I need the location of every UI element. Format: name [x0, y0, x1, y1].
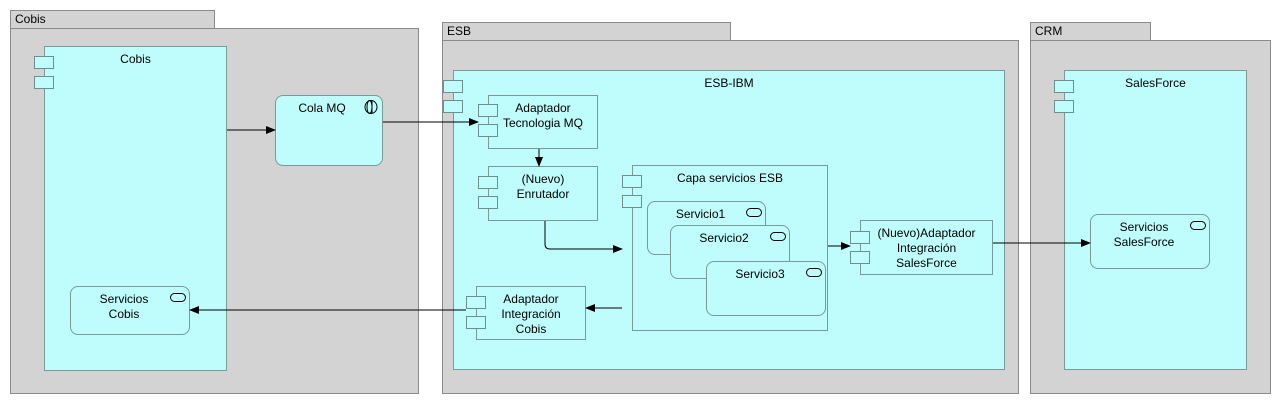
component-stub-icon — [478, 196, 498, 209]
servicio1-label: Servicio1 — [675, 207, 726, 221]
queue-icon — [364, 100, 378, 114]
servicio2-label: Servicio2 — [699, 231, 749, 245]
adaptador-mq-label-line1: Adaptador — [515, 101, 571, 115]
crm-group-label: CRM — [1035, 24, 1063, 38]
adaptador-salesforce-component[interactable]: (Nuevo)Adaptador Integración SalesForce — [860, 220, 993, 275]
adaptador-cobis-label-line2: Integración — [501, 307, 561, 321]
esb-ibm-label: ESB-IBM — [704, 76, 754, 90]
component-stub-icon — [34, 56, 54, 69]
component-stub-icon — [622, 175, 642, 188]
adaptador-mq-component[interactable]: Adaptador Tecnologia MQ — [488, 95, 598, 149]
servicios-cobis-label-line1: Servicios — [99, 292, 149, 306]
component-stub-icon — [478, 104, 498, 117]
enrutador-component[interactable]: (Nuevo) Enrutador — [488, 166, 598, 221]
service-pill-icon — [170, 293, 186, 302]
service-pill-icon — [770, 232, 786, 241]
component-stub-icon — [850, 251, 870, 264]
service-pill-icon — [806, 268, 822, 277]
servicios-salesforce-label-line2: SalesForce — [1113, 235, 1175, 249]
flow-enrutador-to-capa-servicios[interactable] — [544, 221, 623, 253]
component-stub-icon — [466, 296, 486, 309]
adaptador-salesforce-label-line3: SalesForce — [896, 256, 957, 270]
cobis-group-label: Cobis — [15, 12, 46, 26]
salesforce-label: SalesForce — [1125, 76, 1186, 90]
cobis-group-tab[interactable]: Cobis — [10, 10, 215, 29]
adaptador-mq-label-line2: Tecnologia MQ — [502, 116, 584, 130]
cola-mq-label: Cola MQ — [298, 101, 346, 115]
adaptador-cobis-label-line1: Adaptador — [503, 292, 559, 306]
cola-mq-queue[interactable]: Cola MQ — [275, 95, 383, 166]
servicios-salesforce-label-line1: Servicios — [1119, 220, 1169, 234]
component-stub-icon — [466, 316, 486, 329]
enrutador-label-line2: Enrutador — [516, 187, 570, 201]
adaptador-cobis-label-line3: Cobis — [515, 322, 547, 336]
servicios-cobis-label-line2: Cobis — [108, 307, 140, 321]
component-stub-icon — [1054, 100, 1074, 113]
component-stub-icon — [34, 76, 54, 89]
component-stub-icon — [1054, 80, 1074, 93]
crm-group-tab[interactable]: CRM — [1030, 22, 1151, 41]
adaptador-cobis-component[interactable]: Adaptador Integración Cobis — [476, 286, 586, 340]
component-stub-icon — [850, 231, 870, 244]
component-stub-icon — [478, 124, 498, 137]
component-stub-icon — [622, 195, 642, 208]
enrutador-label-line1: (Nuevo) — [521, 172, 565, 186]
servicio3-service[interactable]: Servicio3 — [706, 261, 826, 316]
component-stub-icon — [443, 80, 463, 93]
servicios-salesforce-service[interactable]: Servicios SalesForce — [1090, 214, 1210, 269]
component-stub-icon — [443, 100, 463, 113]
cobis-component-label: Cobis — [120, 52, 151, 66]
adaptador-salesforce-label-line1: (Nuevo)Adaptador — [877, 226, 976, 240]
servicios-cobis-service[interactable]: Servicios Cobis — [70, 286, 190, 335]
capa-servicios-label: Capa servicios ESB — [676, 171, 784, 185]
service-pill-icon — [746, 208, 762, 217]
esb-group-label: ESB — [447, 24, 472, 38]
servicio3-label: Servicio3 — [735, 267, 785, 281]
component-stub-icon — [478, 176, 498, 189]
adaptador-salesforce-label-line2: Integración — [896, 241, 957, 255]
esb-group-tab[interactable]: ESB — [442, 22, 731, 41]
service-pill-icon — [1190, 221, 1206, 230]
